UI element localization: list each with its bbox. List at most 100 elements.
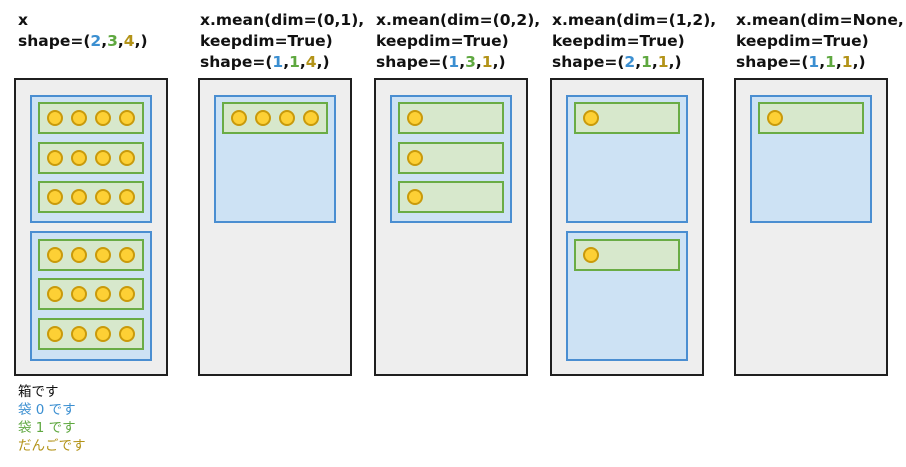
title-segment: x.mean(dim=(1,2),	[552, 11, 717, 29]
column-title-mean-dim-none: x.mean(dim=None,keepdim=True)shape=(1,1,…	[736, 10, 904, 73]
title-segment: shape=(	[736, 53, 809, 71]
title-line: x	[18, 10, 148, 31]
title-segment: 1	[272, 53, 284, 71]
title-segment: shape=(	[552, 53, 625, 71]
title-segment: ,	[117, 32, 124, 50]
title-segment: 2	[624, 53, 636, 71]
title-segment: ,	[835, 53, 842, 71]
dango	[95, 326, 111, 342]
title-segment: 3	[465, 53, 476, 71]
dango	[279, 110, 295, 126]
dango	[47, 110, 63, 126]
dango	[119, 326, 135, 342]
title-segment: keepdim=True)	[736, 32, 869, 50]
title-segment: 1	[481, 53, 493, 71]
title-segment: ,)	[492, 53, 506, 71]
dango	[47, 189, 63, 205]
dango	[71, 150, 87, 166]
title-segment: 1	[841, 53, 853, 71]
title-line: x.mean(dim=(0,1),	[200, 10, 364, 31]
title-segment: shape=(	[18, 32, 91, 50]
title-segment: ,	[819, 53, 826, 71]
title-line: shape=(2,3,4,)	[18, 31, 148, 52]
title-segment: 4	[305, 53, 317, 71]
title-segment: shape=(	[200, 53, 273, 71]
title-segment: ,	[475, 53, 482, 71]
dango	[119, 150, 135, 166]
title-segment: 4	[123, 32, 135, 50]
title-line: shape=(1,1,1,)	[736, 52, 904, 73]
dango	[95, 150, 111, 166]
dango	[47, 247, 63, 263]
dango	[407, 189, 423, 205]
title-line: shape=(1,1,4,)	[200, 52, 364, 73]
title-segment: 1	[289, 53, 300, 71]
dango	[95, 110, 111, 126]
column-title-mean-dim-1-2: x.mean(dim=(1,2),keepdim=True)shape=(2,1…	[552, 10, 716, 73]
legend-bag0: 袋 0 です	[18, 402, 76, 418]
title-segment: ,	[283, 53, 290, 71]
title-segment: 2	[90, 32, 102, 50]
title-segment: 1	[657, 53, 669, 71]
column-title-mean-dim-0-1: x.mean(dim=(0,1),keepdim=True)shape=(1,1…	[200, 10, 364, 73]
legend-dango: だんごです	[18, 438, 86, 454]
title-line: keepdim=True)	[736, 31, 904, 52]
title-segment: ,	[651, 53, 658, 71]
title-line: keepdim=True)	[376, 31, 540, 52]
dango	[407, 110, 423, 126]
legend-bag1: 袋 1 です	[18, 420, 76, 436]
dango	[47, 150, 63, 166]
title-segment: ,)	[852, 53, 866, 71]
title-segment: ,	[635, 53, 642, 71]
legend: 箱です 袋 0 です 袋 1 です だんごです	[18, 383, 86, 455]
dango	[303, 110, 319, 126]
dango	[119, 189, 135, 205]
title-segment: 1	[808, 53, 820, 71]
dango	[767, 110, 783, 126]
title-line: shape=(2,1,1,)	[552, 52, 716, 73]
dango	[583, 247, 599, 263]
dango	[255, 110, 271, 126]
dango	[47, 326, 63, 342]
title-segment: 3	[107, 32, 118, 50]
dango	[71, 189, 87, 205]
title-segment: 1	[825, 53, 836, 71]
title-segment: x.mean(dim=(0,1),	[200, 11, 365, 29]
dango	[583, 110, 599, 126]
bag1-mean-none	[758, 102, 864, 134]
dango	[95, 286, 111, 302]
dango	[71, 286, 87, 302]
title-segment: x.mean(dim=None,	[736, 11, 904, 29]
dango	[231, 110, 247, 126]
title-segment: keepdim=True)	[552, 32, 685, 50]
title-line: x.mean(dim=(1,2),	[552, 10, 716, 31]
title-segment: keepdim=True)	[376, 32, 509, 50]
dango	[119, 286, 135, 302]
title-segment: x.mean(dim=(0,2),	[376, 11, 541, 29]
title-segment: 1	[448, 53, 460, 71]
title-segment: ,)	[134, 32, 148, 50]
dango	[95, 247, 111, 263]
title-line: keepdim=True)	[200, 31, 364, 52]
title-segment: ,	[101, 32, 108, 50]
dango	[71, 326, 87, 342]
title-line: x.mean(dim=None,	[736, 10, 904, 31]
title-segment: ,)	[316, 53, 330, 71]
title-line: x.mean(dim=(0,2),	[376, 10, 540, 31]
dango	[47, 286, 63, 302]
legend-box: 箱です	[18, 384, 59, 400]
dango	[71, 110, 87, 126]
title-line: shape=(1,3,1,)	[376, 52, 540, 73]
title-line: keepdim=True)	[552, 31, 716, 52]
bag1-x-1-0	[38, 239, 144, 271]
dango	[119, 110, 135, 126]
title-segment: ,	[299, 53, 306, 71]
dango	[95, 189, 111, 205]
title-segment: keepdim=True)	[200, 32, 333, 50]
title-segment: x	[18, 11, 28, 29]
dango	[119, 247, 135, 263]
title-segment: 1	[641, 53, 652, 71]
column-title-mean-dim-0-2: x.mean(dim=(0,2), keepdim=True) shape=(1,3…	[376, 10, 540, 73]
dango	[407, 150, 423, 166]
